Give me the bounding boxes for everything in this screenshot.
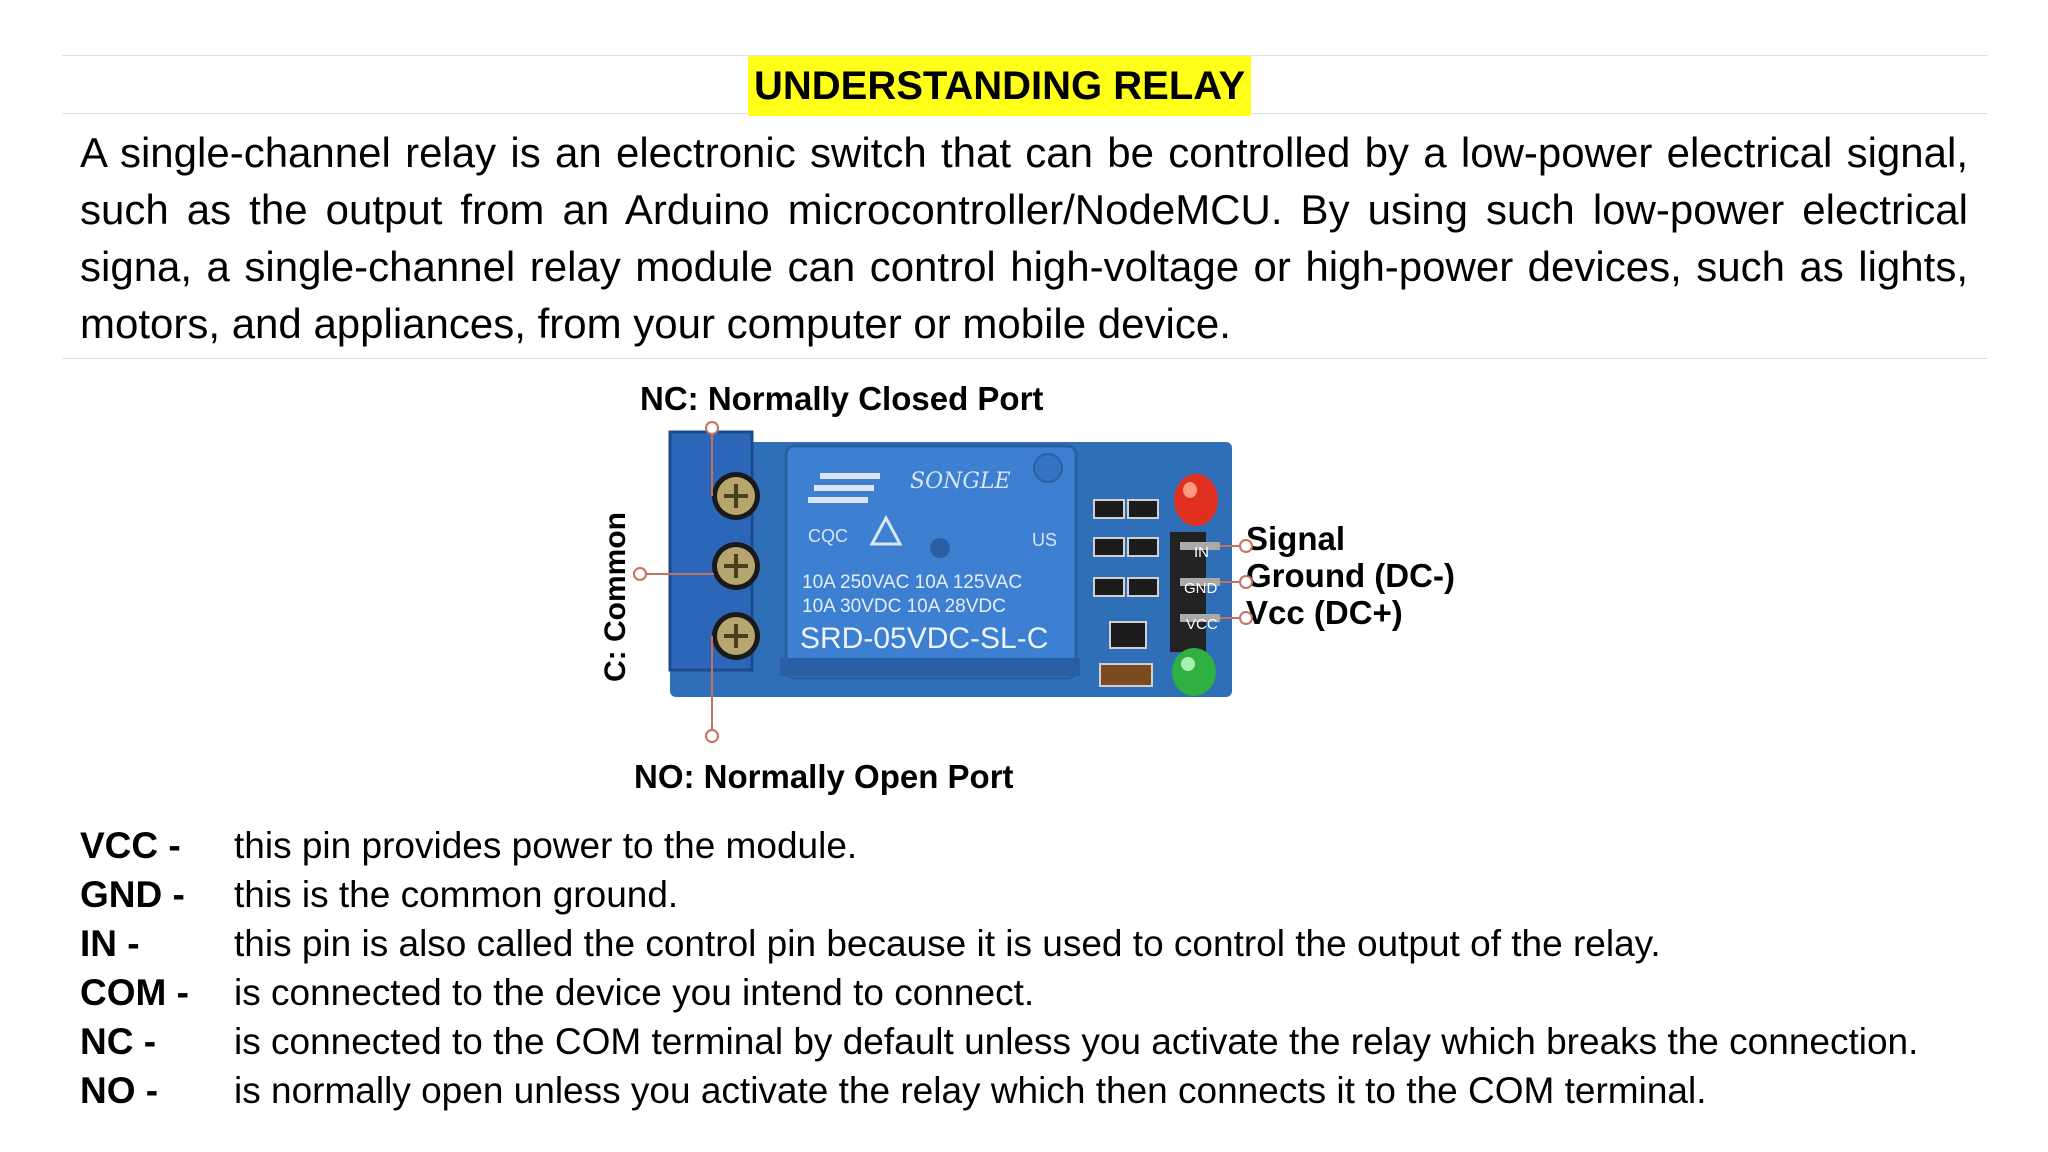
smd-components (1093, 499, 1159, 687)
ground-label: Ground (DC-) (1246, 557, 1455, 594)
relay-body: SONGLE CQC US 10A 250VAC 10A 125VAC 10A … (780, 444, 1080, 680)
def-term: GND - (80, 874, 185, 915)
intro-paragraph: A single-channel relay is an electronic … (80, 129, 1968, 347)
nc-label: NC: Normally Closed Port (640, 380, 1044, 417)
screw-com (712, 542, 760, 590)
screw-no (712, 612, 760, 660)
page-title: UNDERSTANDING RELAY (748, 56, 1252, 116)
def-row-gnd: GND - this is the common ground. (80, 872, 678, 918)
relay-rating1: 10A 250VAC 10A 125VAC (802, 572, 1022, 593)
pin-leaders (1220, 539, 1253, 625)
relay-ul: US (1032, 530, 1057, 550)
def-row-no: NO - is normally open unless you activate… (80, 1068, 1706, 1114)
def-desc: this pin provides power to the module. (234, 825, 858, 866)
top-divider (62, 55, 1988, 56)
vcc-label: Vcc (DC+) (1246, 594, 1403, 631)
relay-cqc: CQC (808, 526, 848, 546)
def-term: NO - (80, 1070, 159, 1111)
pin-gnd-silk: GND (1184, 580, 1218, 597)
def-term: IN - (80, 923, 140, 964)
pin-vcc-silk: VCC (1186, 616, 1218, 633)
leader-lines (633, 421, 719, 743)
led-red (1174, 474, 1218, 526)
def-row-vcc: VCC - this pin provides power to the modu… (80, 823, 857, 869)
screw-nc (712, 472, 760, 520)
relay-rating2: 10A 30VDC 10A 28VDC (802, 596, 1006, 617)
led-green (1172, 648, 1216, 696)
def-row-in: IN - this pin is also called the control … (80, 921, 1661, 967)
def-desc: is normally open unless you activate the… (234, 1070, 1707, 1111)
signal-label: Signal (1246, 520, 1346, 557)
def-term: NC - (80, 1021, 157, 1062)
relay-model: SRD-05VDC-SL-C (800, 622, 1048, 655)
def-term: COM - (80, 972, 189, 1013)
def-desc: is connected to the device you intend to… (234, 972, 1035, 1013)
def-row-nc: NC - is connected to the COM terminal by … (80, 1019, 1918, 1065)
screw-terminal (668, 430, 760, 672)
no-label: NO: Normally Open Port (634, 758, 1014, 795)
intro-divider (62, 358, 1988, 359)
header-pins: IN GND VCC (1170, 532, 1220, 652)
def-desc: is connected to the COM terminal by defa… (234, 1021, 1919, 1062)
common-label: C: Common (600, 512, 632, 682)
relay-brand: SONGLE (910, 469, 1011, 494)
def-desc: this is the common ground. (234, 874, 679, 915)
relay-module-diagram: C: Common SONGLE CQC (600, 421, 1253, 743)
def-desc: this pin is also called the control pin … (234, 923, 1661, 964)
def-term: VCC - (80, 825, 181, 866)
def-row-com: COM - is connected to the device you inte… (80, 970, 1034, 1016)
pin-in-silk: IN (1194, 544, 1209, 561)
